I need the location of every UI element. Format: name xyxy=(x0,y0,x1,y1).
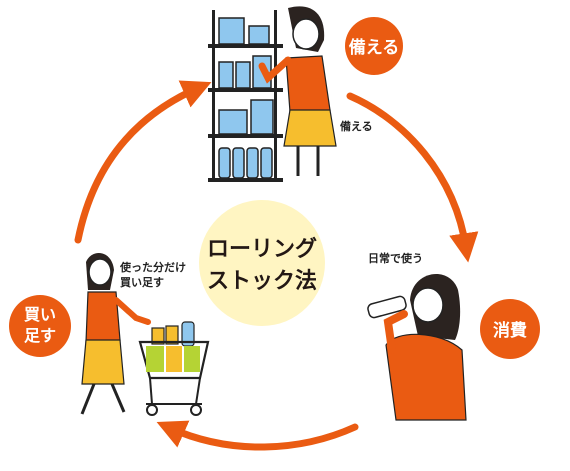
woman-stocking-illustration xyxy=(258,6,337,176)
arrow-rebuy-to-prepare xyxy=(74,80,212,244)
step-prepare: 備える 備える xyxy=(208,6,403,182)
cycle-arrows xyxy=(74,80,479,451)
step-consume: 日常で使う 消費 xyxy=(367,251,540,421)
caption-consume: 日常で使う xyxy=(368,251,423,265)
caption-rebuy-line1: 使った分だけ xyxy=(119,260,186,274)
caption-rebuy-line2: 買い足す xyxy=(120,276,164,289)
center-title-line1: ローリング xyxy=(207,236,317,262)
shopping-cart-illustration xyxy=(138,321,210,416)
caption-prepare: 備える xyxy=(340,119,373,133)
badge-rebuy xyxy=(9,295,71,357)
badge-prepare-label: 備える xyxy=(349,37,400,58)
center-title-line2: ストック法 xyxy=(207,269,317,294)
badge-rebuy-label-line1: 買い xyxy=(24,305,56,324)
center-hub: ローリング ストック法 xyxy=(199,200,325,326)
storage-shelf-illustration xyxy=(208,10,283,182)
center-circle xyxy=(199,200,325,326)
arrow-consume-to-rebuy xyxy=(156,420,359,451)
arrow-prepare-to-consume xyxy=(346,92,479,263)
woman-drinking-illustration xyxy=(367,273,467,421)
badge-prepare xyxy=(345,17,403,75)
woman-shopping-illustration xyxy=(80,252,151,415)
badge-rebuy-label-line2: 足す xyxy=(24,326,56,345)
badge-consume-label: 消費 xyxy=(493,320,527,341)
step-rebuy: 買い 足す 使った分だけ 買い足す xyxy=(9,252,210,416)
badge-consume xyxy=(480,299,540,359)
